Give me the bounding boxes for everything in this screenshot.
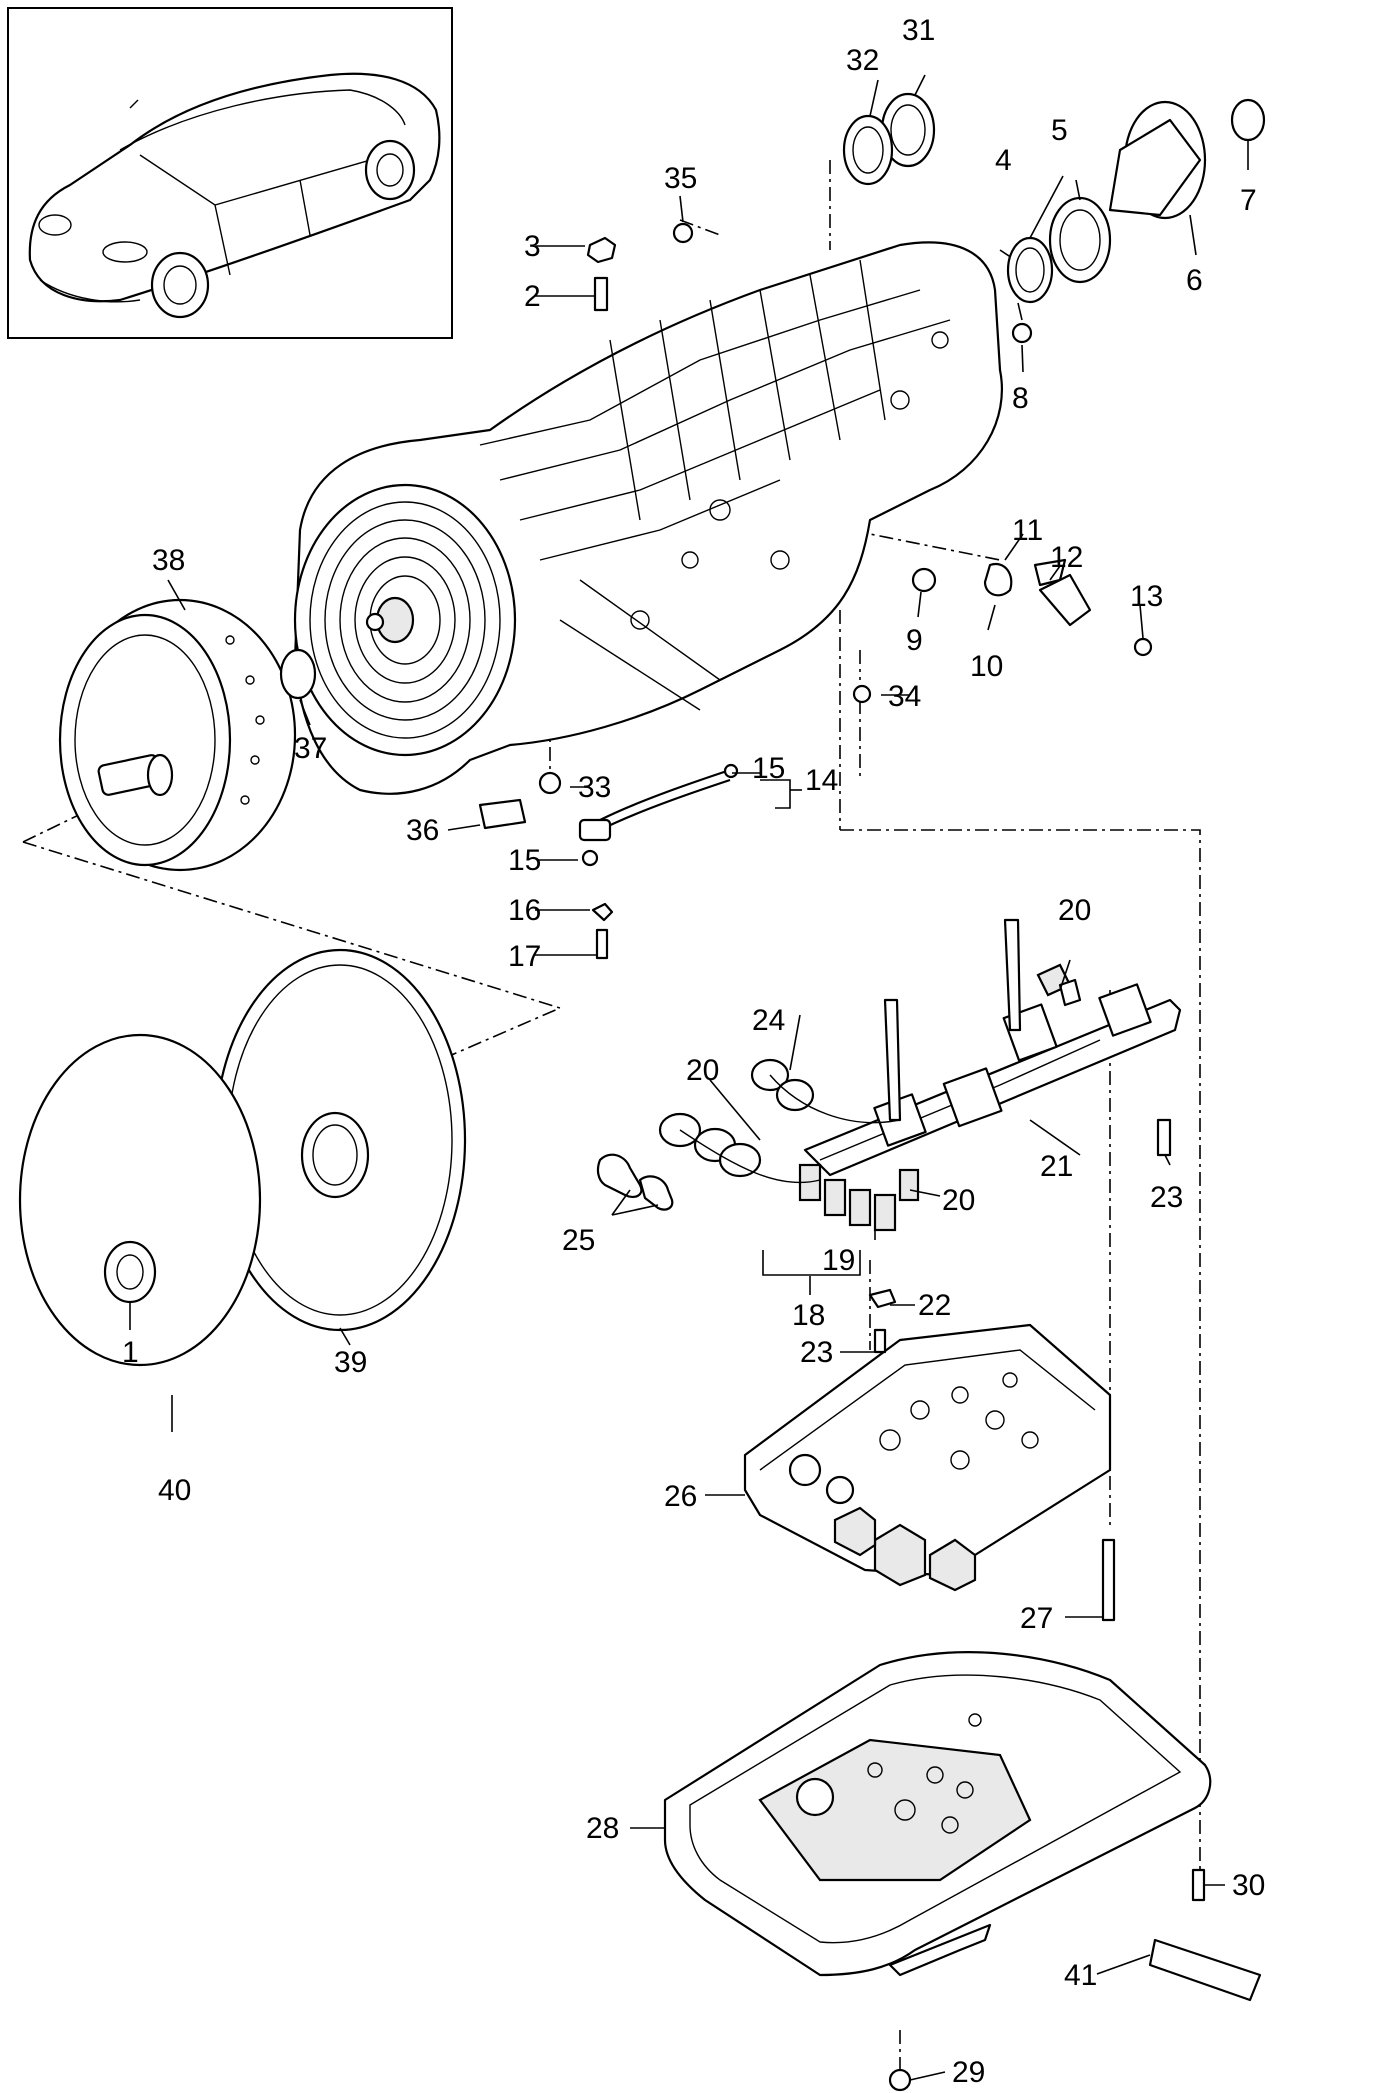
callout-39: 39 <box>334 1346 367 1379</box>
callout-labels: 1 2 3 4 5 6 7 8 9 10 11 12 13 14 15 15 1… <box>122 14 1265 2089</box>
callout-2: 2 <box>524 280 541 313</box>
clips <box>596 1153 674 1211</box>
callout-4: 4 <box>995 144 1012 177</box>
callout-24: 24 <box>752 1004 785 1037</box>
solenoid-connectors <box>658 978 1082 1232</box>
callout-15a: 15 <box>752 752 785 785</box>
callout-11: 11 <box>1012 514 1043 547</box>
callout-5: 5 <box>1051 114 1068 147</box>
converter-housing-face <box>293 483 517 757</box>
callout-33: 33 <box>578 771 611 804</box>
callout-23a: 23 <box>1150 1181 1183 1214</box>
callout-9: 9 <box>906 624 923 657</box>
bushing-1 <box>103 1240 157 1304</box>
callout-34: 34 <box>888 680 921 713</box>
callout-20a: 20 <box>1058 894 1091 927</box>
callout-13: 13 <box>1130 580 1163 613</box>
oil-pan <box>663 1651 1212 1977</box>
callout-16: 16 <box>508 894 541 927</box>
callout-40: 40 <box>158 1474 191 1507</box>
torque-converter <box>58 598 297 872</box>
vehicle-thumbnail <box>7 7 453 339</box>
leader-lines <box>129 74 1249 2081</box>
callout-27: 27 <box>1020 1602 1053 1635</box>
callout-31: 31 <box>902 14 935 47</box>
callout-36: 36 <box>406 814 439 847</box>
fasteners <box>478 222 1262 2092</box>
callout-41: 41 <box>1064 1959 1097 1992</box>
callout-7: 7 <box>1240 184 1257 217</box>
callout-15b: 15 <box>508 844 541 877</box>
callout-25: 25 <box>562 1224 595 1257</box>
callout-6: 6 <box>1186 264 1203 297</box>
callout-19: 19 <box>822 1244 855 1277</box>
callout-23b: 23 <box>800 1336 833 1369</box>
callout-3: 3 <box>524 230 541 263</box>
callout-38: 38 <box>152 544 185 577</box>
callout-10: 10 <box>970 650 1003 683</box>
callout-18: 18 <box>792 1299 825 1332</box>
sealing-ring-37 <box>279 648 317 700</box>
callout-8: 8 <box>1012 382 1029 415</box>
callout-32: 32 <box>846 44 879 77</box>
callout-29: 29 <box>952 2056 985 2089</box>
callout-1: 1 <box>122 1336 139 1369</box>
callout-14: 14 <box>805 764 838 797</box>
cover-plate <box>213 948 467 1332</box>
callout-12: 12 <box>1050 541 1083 574</box>
callout-21: 21 <box>1040 1150 1073 1183</box>
callout-28: 28 <box>586 1812 619 1845</box>
callout-20b: 20 <box>686 1054 719 1087</box>
valve-body <box>743 1323 1112 1592</box>
retaining-ring-40 <box>18 1033 262 1367</box>
conductor-plate <box>803 918 1182 1177</box>
rear-seals-and-flange <box>842 92 1266 304</box>
callout-37: 37 <box>294 732 327 765</box>
callout-22: 22 <box>918 1289 951 1322</box>
callout-20c: 20 <box>942 1184 975 1217</box>
callout-35: 35 <box>664 162 697 195</box>
callout-26: 26 <box>664 1480 697 1513</box>
callout-30: 30 <box>1232 1869 1265 1902</box>
callout-17: 17 <box>508 940 541 973</box>
